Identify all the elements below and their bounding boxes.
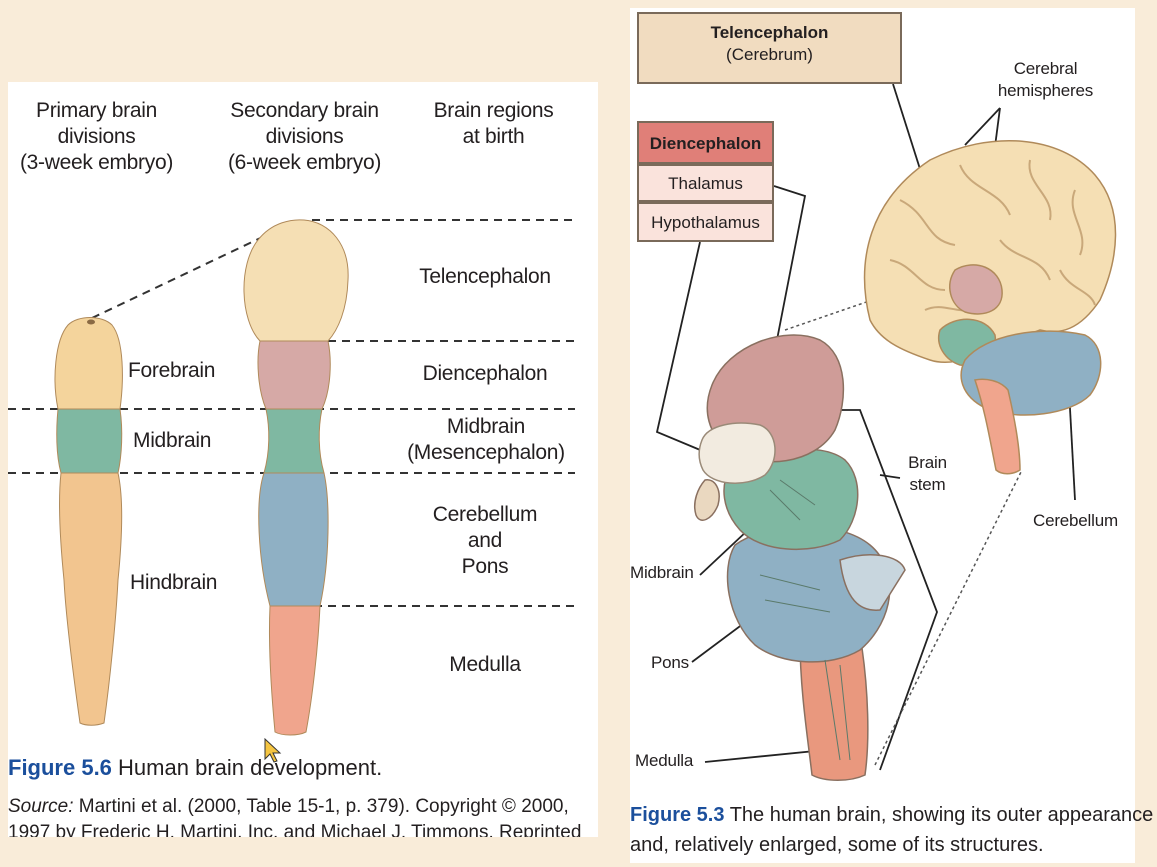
primary-divisions-header: Primary brain divisions (3-week embryo)	[19, 99, 174, 174]
pituitary-stalk	[693, 479, 720, 521]
figure-5-6-text: Human brain development.	[118, 755, 383, 780]
brain-stem-bracket	[840, 409, 938, 771]
cerebrum-shape	[863, 139, 1117, 364]
brainstem-region	[974, 378, 1021, 475]
thalamus-leader-line	[773, 185, 807, 351]
cerebral-hemispheres-label: Cerebral hemispheres	[997, 59, 1094, 100]
source-label: Source:	[8, 796, 74, 817]
enlarged-cerebellar-peduncle	[839, 554, 906, 611]
figure-5-6-source: Source: Martini et al. (2000, Table 15-1…	[8, 794, 598, 837]
whole-brain-illustration	[863, 139, 1117, 475]
telencephalon-box-subtitle: (Cerebrum)	[726, 45, 813, 64]
primary-neural-tube	[54, 317, 123, 726]
secondary-neural-tube	[243, 219, 349, 736]
cerebellum-pons-label: Cerebellum and Pons	[432, 503, 538, 578]
diencephalon-box: Diencephalon	[637, 121, 774, 164]
forebrain-label: Forebrain	[128, 359, 216, 382]
medulla-label: Medulla	[449, 653, 521, 676]
telencephalon-box: Telencephalon (Cerebrum)	[637, 12, 902, 84]
cerebellum-label: Cerebellum	[1033, 511, 1118, 530]
figure-5-3-text: The human brain, showing its outer appea…	[729, 804, 1154, 826]
telencephalon-box-title: Telencephalon	[710, 23, 829, 42]
enlarged-brainstem-illustration	[693, 334, 906, 781]
secondary-diencephalon-segment	[257, 340, 331, 410]
zoom-line-lower	[874, 469, 1023, 766]
primary-forebrain-segment	[54, 317, 123, 410]
figure-5-3-caption: Figure 5.3 The human brain, showing its …	[630, 802, 1153, 829]
mesencephalon-label: Midbrain (Mesencephalon)	[407, 415, 565, 464]
hypothalamus-box: Hypothalamus	[637, 202, 774, 242]
figure-5-6-number: Figure 5.6	[8, 755, 112, 780]
secondary-cerebellum-segment	[258, 472, 329, 607]
secondary-telencephalon-segment	[243, 219, 349, 342]
hypothalamus-leader-line	[655, 241, 706, 453]
secondary-midbrain-segment	[263, 408, 325, 474]
enlarged-hypothalamus	[698, 422, 776, 484]
brain-stem-leader-line	[879, 474, 901, 479]
primary-hindbrain-segment	[59, 472, 123, 726]
midbrain-label-right: Midbrain	[630, 563, 694, 582]
medulla-label-right: Medulla	[635, 751, 694, 770]
secondary-medulla-segment	[268, 605, 321, 736]
pons-label: Pons	[651, 653, 689, 672]
figure-5-6-caption: Figure 5.6 Human brain development.	[8, 754, 382, 782]
thalamus-region	[949, 264, 1003, 315]
secondary-divisions-header: Secondary brain divisions (6-week embryo…	[227, 99, 382, 174]
hindbrain-label: Hindbrain	[130, 571, 218, 594]
regions-at-birth-header: Brain regions at birth	[433, 99, 554, 148]
diencephalon-label: Diencephalon	[422, 362, 548, 385]
source-text: Martini et al. (2000, Table 15-1, p. 379…	[8, 796, 582, 837]
brain-stem-label: Brain stem	[908, 453, 947, 494]
primary-tube-opening	[87, 319, 95, 325]
hemispheres-leader-line-1	[964, 107, 1001, 146]
figure-5-3-number: Figure 5.3	[630, 804, 725, 826]
primary-midbrain-label: Midbrain	[133, 429, 212, 452]
telencephalon-label: Telencephalon	[419, 265, 551, 288]
thalamus-box: Thalamus	[637, 164, 774, 202]
figure-5-3-caption-line-2: and, relatively enlarged, some of its st…	[630, 834, 1044, 856]
expansion-line	[91, 223, 291, 319]
primary-midbrain-segment	[56, 408, 123, 474]
mouse-cursor-icon	[264, 738, 282, 763]
